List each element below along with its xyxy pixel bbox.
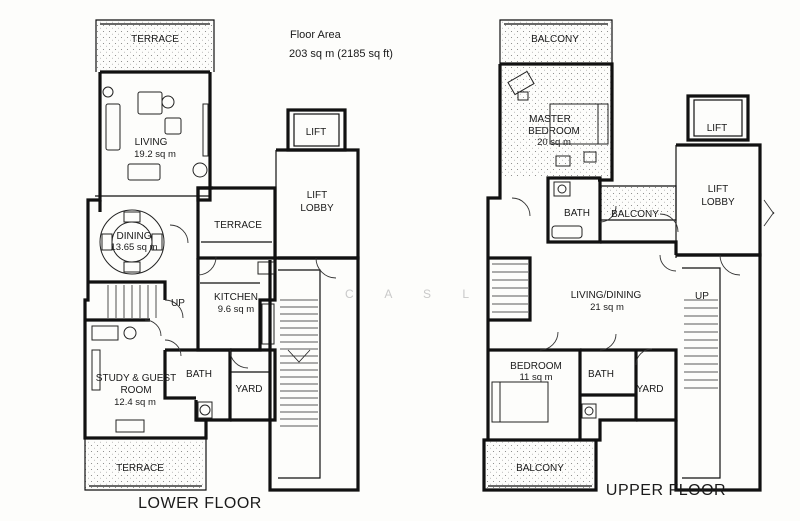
upper-living-dining-label: LIVING/DINING bbox=[571, 290, 642, 301]
upper-balcony-bottom-label: BALCONY bbox=[516, 463, 564, 474]
lower-kitchen-label: KITCHEN bbox=[214, 292, 258, 303]
lower-lift-lobby-label-1: LIFT bbox=[307, 190, 328, 201]
lower-study-label-2: ROOM bbox=[120, 385, 151, 396]
upper-balcony-mid-label: BALCONY bbox=[611, 209, 659, 220]
upper-floor-plan bbox=[482, 19, 775, 492]
lower-study-label-1: STUDY & GUEST bbox=[96, 373, 176, 384]
upper-floor-title: UPPER FLOOR bbox=[606, 482, 726, 499]
lower-kitchen-area: 9.6 sq m bbox=[218, 304, 255, 315]
upper-master-area: 20 sq m bbox=[537, 137, 571, 148]
lower-terrace-top-label: TERRACE bbox=[131, 34, 179, 45]
dining-table bbox=[99, 209, 165, 275]
study-furniture bbox=[91, 325, 145, 433]
upper-stair-treads bbox=[684, 299, 718, 389]
upper-master-bath-label: BATH bbox=[564, 208, 590, 219]
upper-up-label: UP bbox=[695, 291, 709, 302]
lower-terrace-mid-label: TERRACE bbox=[214, 220, 262, 231]
lower-study-area: 12.4 sq m bbox=[114, 397, 156, 408]
floor-area-label: Floor Area bbox=[290, 29, 342, 41]
upper-lift-lobby-label-1: LIFT bbox=[708, 184, 729, 195]
living-furniture bbox=[102, 86, 209, 181]
lower-stair-treads bbox=[280, 299, 318, 427]
floor-area-value: 203 sq m (2185 sq ft) bbox=[289, 48, 393, 60]
lower-bath-label: BATH bbox=[186, 369, 212, 380]
lower-terrace-bottom-label: TERRACE bbox=[116, 463, 164, 474]
upper-bedroom-area: 11 sq m bbox=[519, 372, 552, 383]
upper-bath-label: BATH bbox=[588, 369, 614, 380]
lower-lift-label: LIFT bbox=[306, 127, 327, 138]
upper-master-label-2: BEDROOM bbox=[528, 126, 580, 137]
lower-living-area: 19.2 sq m bbox=[134, 149, 176, 160]
upper-balcony-top-label: BALCONY bbox=[531, 34, 579, 45]
upper-lift-label: LIFT bbox=[707, 123, 728, 134]
upper-living-dining-area: 21 sq m bbox=[590, 302, 624, 313]
lower-lift-lobby-label-2: LOBBY bbox=[300, 203, 334, 214]
lower-dining-area: 13.65 sq m bbox=[111, 242, 158, 253]
watermark-text: C A S L bbox=[345, 287, 483, 301]
upper-entry-stair bbox=[492, 263, 528, 313]
upper-master-label-1: MASTER bbox=[529, 114, 571, 125]
upper-lift-lobby-label-2: LOBBY bbox=[701, 197, 735, 208]
upper-yard-label: YARD bbox=[636, 384, 663, 395]
lower-dining-label: DINING bbox=[117, 231, 152, 242]
lower-entry-stair bbox=[107, 285, 157, 318]
lower-yard-label: YARD bbox=[235, 384, 262, 395]
lower-up-label: UP bbox=[171, 298, 185, 309]
upper-bedroom-label: BEDROOM bbox=[510, 361, 562, 372]
lower-floor-plan bbox=[83, 19, 360, 492]
lower-floor-title: LOWER FLOOR bbox=[138, 495, 262, 512]
lower-living-label: LIVING bbox=[135, 137, 168, 148]
